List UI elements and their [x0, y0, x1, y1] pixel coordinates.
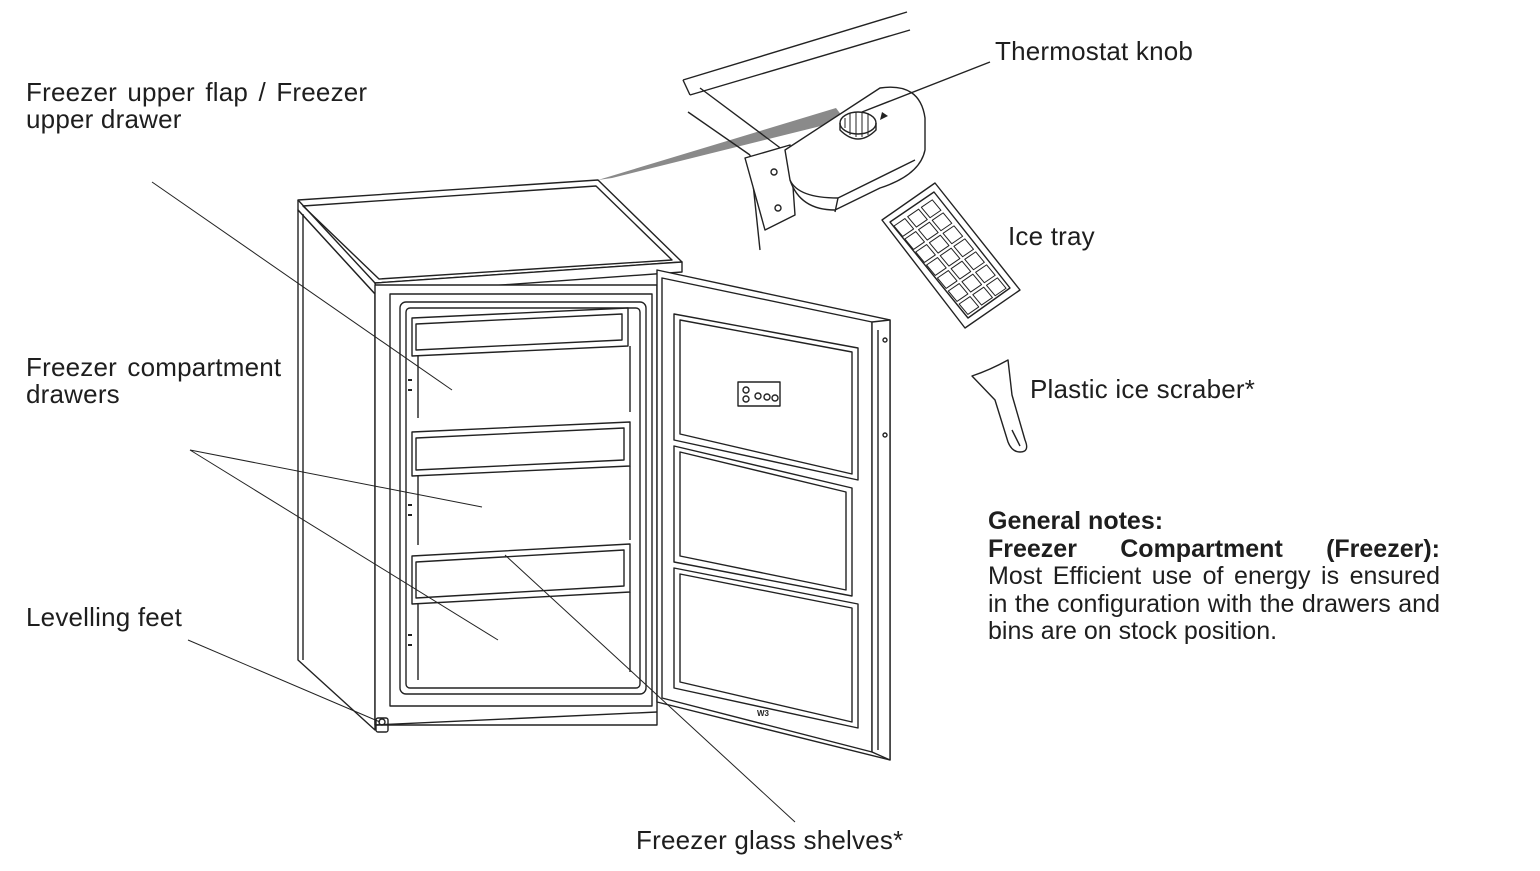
- ice-tray-cell: [926, 257, 947, 276]
- freezer-cabinet: W3: [297, 179, 891, 761]
- ice-tray-cell: [915, 244, 936, 263]
- open-door: W3: [656, 269, 891, 761]
- drawer-1: [411, 307, 631, 418]
- thermostat-knob-label: Thermostat knob: [995, 36, 1194, 66]
- levelling-feet-label: Levelling feet: [26, 602, 183, 632]
- ice-tray-cell: [918, 221, 939, 241]
- ice-tray-cell: [942, 225, 964, 245]
- thermostat-detail: [598, 11, 991, 251]
- ice-tray-cell: [975, 264, 996, 284]
- ice-tray-cell: [950, 260, 972, 280]
- ice-tray-cell: [958, 296, 980, 315]
- glass-shelves-label: Freezer glass shelves*: [636, 825, 904, 855]
- compartment-drawers-label-line2: drawers: [26, 379, 120, 409]
- ice-tray-label: Ice tray: [1008, 221, 1095, 251]
- leader-lines: [151, 181, 796, 823]
- ice-tray-cell: [904, 231, 925, 250]
- drawer-2: [411, 421, 631, 545]
- ice-tray-cell: [939, 247, 961, 267]
- ice-tray-cell: [985, 277, 1007, 297]
- svg-text:W3: W3: [757, 709, 770, 718]
- ice-tray-cell: [964, 251, 985, 271]
- upper-flap-label-line2: upper drawer: [26, 104, 182, 134]
- ice-tray-cell: [907, 208, 928, 228]
- ice-tray-cell: [947, 283, 969, 302]
- drawer-3: [411, 543, 631, 680]
- ice-tray-cell: [893, 218, 915, 237]
- notes-title: General notes:: [988, 507, 1164, 535]
- compartment-drawers-label-line1: Freezer compartment: [26, 352, 282, 382]
- ice-tray-cell: [928, 234, 950, 254]
- ice-tray-cell: [953, 238, 975, 258]
- notes-body: Most Efficient use of energy is ensured …: [988, 562, 1440, 645]
- notes-subtitle: Freezer Compartment (Freezer):: [988, 534, 1440, 563]
- ice-tray-cell: [920, 199, 942, 219]
- ice-tray-cell: [936, 270, 958, 289]
- ice-tray-cell: [931, 212, 953, 232]
- ice-scraper: [971, 359, 1028, 453]
- general-notes: General notes: Freezer Compartment (Free…: [988, 507, 1440, 646]
- ice-scraper-label: Plastic ice scraber*: [1030, 374, 1256, 404]
- ice-tray: [881, 182, 1021, 329]
- ice-tray-cell: [961, 273, 983, 293]
- upper-flap-label-line1: Freezer upper flap / Freezer: [26, 77, 368, 107]
- ice-tray-cell: [972, 286, 993, 306]
